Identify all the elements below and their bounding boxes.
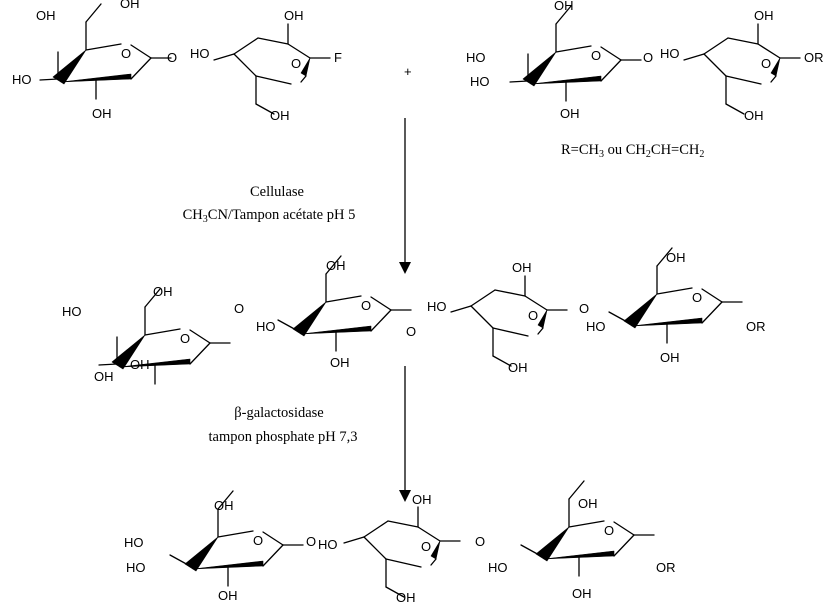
oh-label-c2: OH [560,106,580,121]
plus-sign: + [404,64,412,79]
lactosyl-fluoride-donor: O OH OH HO OH O O HO OH OH F [12,0,342,123]
ring-oxygen-label: O [421,539,431,554]
acceptor-glycoside: O OH HO HO OH O O HO OH OH OR [466,0,824,123]
oh-label-c6: OH [130,357,150,372]
or-label: OR [746,319,766,334]
oh-label: OH [754,8,774,23]
glycosidic-oxygen-label: O [234,301,244,316]
oh-label-c6: OH [270,108,290,123]
oh-label: OH [512,260,532,275]
fluorine-label: F [334,50,342,65]
ho-label: HO [62,304,82,319]
reaction-arrow-step1 [399,118,411,274]
ho-label: HO [660,46,680,61]
step2-enzyme-label: β-galactosidase [234,405,324,421]
ring-oxygen-label: O [361,298,371,313]
oh-label: OH [412,492,432,507]
oh-label-c6: OH [554,0,574,13]
tetrasaccharide-intermediate: O OH HO OH OH O O OH HO OH O O HO OH OH … [62,247,766,385]
oh-label-c6: OH [326,258,346,273]
ho-label: HO [190,46,210,61]
step2-buffer-label: tampon phosphate pH 7,3 [208,429,357,445]
glycosidic-oxygen-label: O [167,50,177,65]
oh-label-c6: OH [666,250,686,265]
ho-label: HO [256,319,276,334]
ho-label-c3: HO [12,72,32,87]
ring-oxygen-label: O [253,533,263,548]
oh-label-c6: OH [508,360,528,375]
step1-solvent-label: CH3CN/Tampon acétate pH 5 [183,207,356,225]
ring-oxygen-label: O [291,56,301,71]
step1-enzyme-label: Cellulase [250,184,304,200]
glycosidic-oxygen-label: O [579,301,589,316]
oh-label-c2: OH [92,106,112,121]
oh-label-c6: OH [120,0,140,11]
oh-label-c6: OH [214,498,234,513]
r-substituent-note: R=CH3 ou CH2CH=CH2 [561,142,704,160]
oh-label-c6: OH [396,590,416,604]
ho-label: HO [318,537,338,552]
oh-label-c6: OH [744,108,764,123]
oh-label: OH [330,355,350,370]
oh-label: OH [94,369,114,384]
oh-label: OH [660,350,680,365]
glycosidic-oxygen-label: O [306,534,316,549]
oh-label-c6: OH [578,496,598,511]
ring-oxygen-label: O [692,290,702,305]
oh-label: OH [153,284,173,299]
oh-label: OH [284,8,304,23]
glycosidic-oxygen-label: O [643,50,653,65]
glycosidic-oxygen-label: O [406,324,416,339]
or-label: OR [804,50,824,65]
ho-label-c4: HO [466,50,486,65]
ring-oxygen-label: O [761,56,771,71]
reaction-arrow-step2 [399,366,411,502]
glycosidic-oxygen-label: O [475,534,485,549]
ho-label: HO [427,299,447,314]
ho-label: HO [124,535,144,550]
trisaccharide-product: O OH HO HO OH O O HO OH OH O O OH HO OH … [124,480,676,604]
oh-label: OH [572,586,592,601]
ring-oxygen-label: O [528,308,538,323]
ho-label: HO [586,319,606,334]
or-label: OR [656,560,676,575]
oh-label: OH [218,588,238,603]
ring-oxygen-label: O [121,46,131,61]
ho-label: HO [488,560,508,575]
ring-oxygen-label: O [591,48,601,63]
ho-label-c3: HO [470,74,490,89]
oh-label-c4: OH [36,8,56,23]
ho-label: HO [126,560,146,575]
ring-oxygen-label: O [180,331,190,346]
ring-oxygen-label: O [604,523,614,538]
